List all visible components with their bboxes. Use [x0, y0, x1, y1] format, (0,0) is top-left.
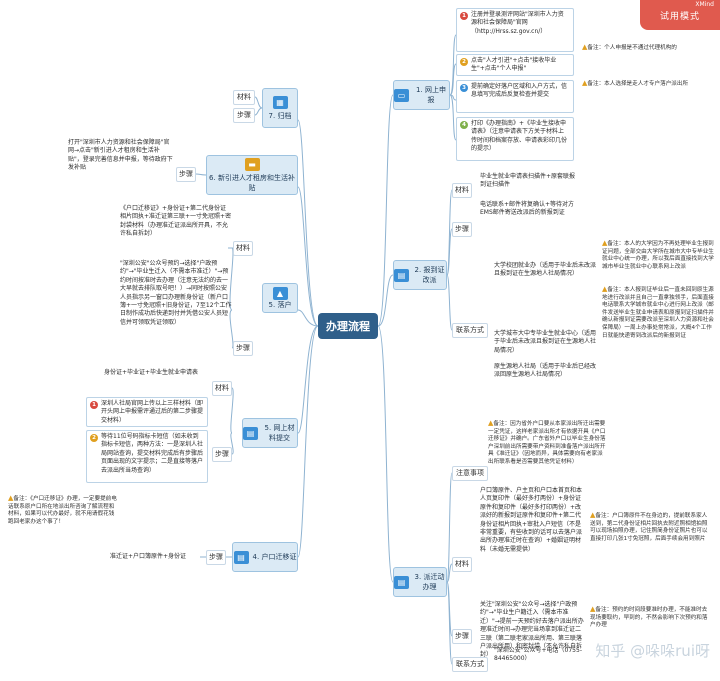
topic-title: 1. 网上申报 — [416, 86, 446, 104]
b6-steps-text: "深圳公安"公众号预约→选择"户政预约"→"毕业生迁入（不需本市准迁）"→预约时… — [120, 260, 232, 326]
warning-icon: ▲ — [602, 239, 608, 247]
b2-steps-text: 电话联系+邮件将复确认+等待对方EMS邮件寄送改派后的新报到证 — [480, 201, 575, 217]
b7-steps-label: 步骤 — [176, 167, 196, 182]
b3-steps-note: ▲备注：预约的时间段要准时办理，不能准时去现场要取约，早到的，不然会影响下次预约… — [590, 605, 708, 629]
graduation-cap-icon: ▲ — [272, 286, 288, 300]
step-text: 打印《办理指南》+《毕业生接收申请表》（注意申请表下方关于材料上传时间和档案存放… — [471, 120, 568, 153]
topic-household-migration[interactable]: ▤ 4. 户口迁移证 — [232, 542, 298, 572]
b3-steps-text: 关注"深圳公安"公众号→选择"户政预约"→"毕业生户籍迁入（需本市准迁）"→提前… — [480, 601, 584, 659]
topic-settle-household[interactable]: ▲ 5. 落户 — [262, 283, 298, 313]
step-text: 注册并登录测评网站"深圳市人力资源和社会保障局"官网（http://Hrss.s… — [471, 11, 564, 35]
central-topic[interactable]: 办理流程 — [318, 313, 378, 339]
topic-online-materials[interactable]: ▤ 5. 网上材料提交 — [242, 418, 298, 448]
b3-attention-label: 注意事项 — [452, 466, 488, 481]
b2-note-2: ▲备注：本人报到证毕业后一直未回到原生源地进行改派并且自己一直拿独领手，后面直接… — [602, 285, 714, 339]
b2-contact-1: 大学校团就业办（适用于毕业后未改派且报到证在生源地人社局情况） — [494, 262, 597, 278]
step-text: 深圳人社局官网上传以上三样材料（即开头网上申报需评通过后的第二步骤提交材料） — [101, 400, 204, 424]
b1-step-4: 4 打印《办理指南》+《毕业生接收申请表》（注意申请表下方关于材料上传时间和档案… — [456, 117, 574, 161]
warning-icon: ▲ — [582, 79, 588, 87]
b4-steps-text: 准迁证+户口簿原件+身份证 — [110, 553, 187, 560]
topic-title: 2. 报到证改派 — [414, 266, 445, 284]
b2-materials-text: 毕业生就业申请表扫描件+原套联报到证扫描件 — [480, 173, 576, 189]
b1-note-2: ▲备注：本人选择是走人才专户落户派出所 — [582, 79, 689, 87]
watermark-mode: 试用模式 — [659, 12, 700, 22]
step-number-badge: 1 — [460, 12, 468, 20]
topic-report-card-transfer[interactable]: ▤ 2. 报到证改派 — [393, 260, 447, 290]
warning-icon: ▲ — [488, 419, 494, 427]
b6-steps-label: 步骤 — [233, 341, 253, 356]
b1-step-3: 3 提前确定好落户区域和入户方式，信息填写完成后反复检查并提交 — [456, 80, 574, 113]
warning-icon: ▲ — [590, 511, 596, 519]
warning-icon: ▲ — [8, 494, 14, 502]
b5-steps-label: 步骤 — [212, 447, 232, 462]
b3-steps-label: 步骤 — [452, 629, 472, 644]
topic-subsidy[interactable]: ▬ 6. 新引进人才租房和生活补贴 — [206, 155, 298, 195]
b3-contact-text: "深圳公安"公众号+电话（0755-84465000） — [494, 647, 582, 663]
topic-transfer-procedure[interactable]: ▤ 3. 派迁动办理 — [393, 567, 447, 597]
topic-title: 4. 户口迁移证 — [252, 553, 297, 561]
step-number-badge: 1 — [90, 401, 98, 409]
watermark-brand: XMind — [695, 1, 714, 8]
monitor-icon: ▭ — [394, 88, 409, 102]
b2-contact-2: 大学城市大中专毕业生就业中心（适用于毕业后未改派且报到证在生源地人社局情况） — [494, 330, 597, 354]
b3-attention-note: ▲备注：因为省外户口要从本家派出所迁出需要一定凭证，这样老家派出所才有依据开具《… — [488, 419, 606, 465]
step-text: 点击"人才引进"+点击"接收毕业生"+点击"个人申报" — [471, 57, 557, 73]
topic-archive[interactable]: ▦ 7. 归档 — [262, 88, 298, 128]
b5-step-1: 1 深圳人社局官网上传以上三样材料（即开头网上申报需评通过后的第二步骤提交材料） — [86, 397, 208, 427]
b8-materials-label: 材料 — [233, 90, 255, 105]
b3-materials-note: ▲备注：户口簿原件不在身边的，提前联系家人送到，第二代身份证相片回执去附近照相馆… — [590, 511, 708, 542]
warning-icon: ▲ — [602, 285, 608, 293]
b4-steps-label: 步骤 — [206, 550, 226, 565]
b3-materials-label: 材料 — [452, 557, 472, 572]
b1-step-2: 2 点击"人才引进"+点击"接收毕业生"+点击"个人申报" — [456, 54, 574, 76]
b2-note-1: ▲备注：本人的大学因为不再处理毕业生报到证问题，全部交由大学所在城市大中专毕业生… — [602, 239, 714, 270]
topic-title: 7. 归档 — [268, 111, 292, 120]
step-number-badge: 3 — [460, 84, 468, 92]
b3-materials-text: 户口簿原件、户主页和户口本首页和本人页复印件（最好多打两份）+身份证原件和复印件… — [480, 487, 583, 553]
step-text: 等待11位号码指标卡短信（如未收到指标卡短信，两种方法：一是深圳人社局网站查询，… — [101, 433, 204, 474]
step-number-badge: 2 — [460, 58, 468, 66]
step-text: 提前确定好落户区域和入户方式，信息填写完成后反复检查并提交 — [471, 83, 568, 99]
document-icon: ▤ — [243, 426, 258, 440]
author-credit: 知乎 @哚哚rui呀 — [595, 642, 710, 660]
b2-contact-3: 原生源地人社局（适用于毕业后已经改派回原生源地人社局情况） — [494, 363, 597, 379]
document-icon: ▤ — [394, 268, 409, 282]
b1-note-1: ▲备注：个人申报是不通过代理机构的 — [582, 43, 677, 51]
b5-step-2: 2 等待11位号码指标卡短信（如未收到指标卡短信，两种方法：一是深圳人社局网站查… — [86, 430, 208, 483]
step-number-badge: 2 — [90, 434, 98, 442]
topic-title: 3. 派迁动办理 — [414, 573, 445, 591]
step-number-badge: 4 — [460, 121, 468, 129]
topic-title: 5. 落户 — [268, 300, 292, 309]
b6-materials-label: 材料 — [233, 241, 253, 256]
b5-materials-label: 材料 — [212, 381, 232, 396]
topic-title: 6. 新引进人才租房和生活补贴 — [209, 173, 295, 192]
b2-steps-label: 步骤 — [452, 222, 472, 237]
b2-contact-label: 联系方式 — [452, 323, 488, 338]
warning-icon: ▲ — [582, 43, 588, 51]
b3-contact-label: 联系方式 — [452, 657, 488, 672]
topic-title: 5. 网上材料提交 — [264, 424, 295, 442]
b6-materials-text: 《户口迁移证》+身份证+第二代身份证相片回执+准迁证第三联+一寸免冠照+密封袋材… — [120, 205, 232, 238]
archive-icon: ▦ — [272, 95, 288, 109]
card-icon: ▬ — [244, 157, 260, 171]
b2-materials-label: 材料 — [452, 183, 472, 198]
trial-watermark: XMind 试用模式 — [640, 0, 720, 30]
b7-steps-text: 打开"深圳市人力资源和社会保障局"官网→点击"新引进人才租房和生活补贴"，登录完… — [68, 139, 173, 172]
b4-note: ▲备注：《户口迁移证》办理，一定要提前电话联系原户口所在地派出所咨询了解流程和材… — [8, 494, 117, 525]
b5-materials-text: 身份证+毕业证+毕业生就业申请表 — [104, 369, 199, 376]
warning-icon: ▲ — [590, 605, 596, 613]
b8-steps-label: 步骤 — [233, 108, 255, 123]
document-icon: ▤ — [394, 575, 409, 589]
central-title: 办理流程 — [326, 320, 370, 333]
document-icon: ▤ — [233, 550, 249, 564]
b1-step-1: 1 注册并登录测评网站"深圳市人力资源和社会保障局"官网（http://Hrss… — [456, 8, 574, 52]
topic-online-declaration[interactable]: ▭ 1. 网上申报 — [393, 80, 450, 110]
